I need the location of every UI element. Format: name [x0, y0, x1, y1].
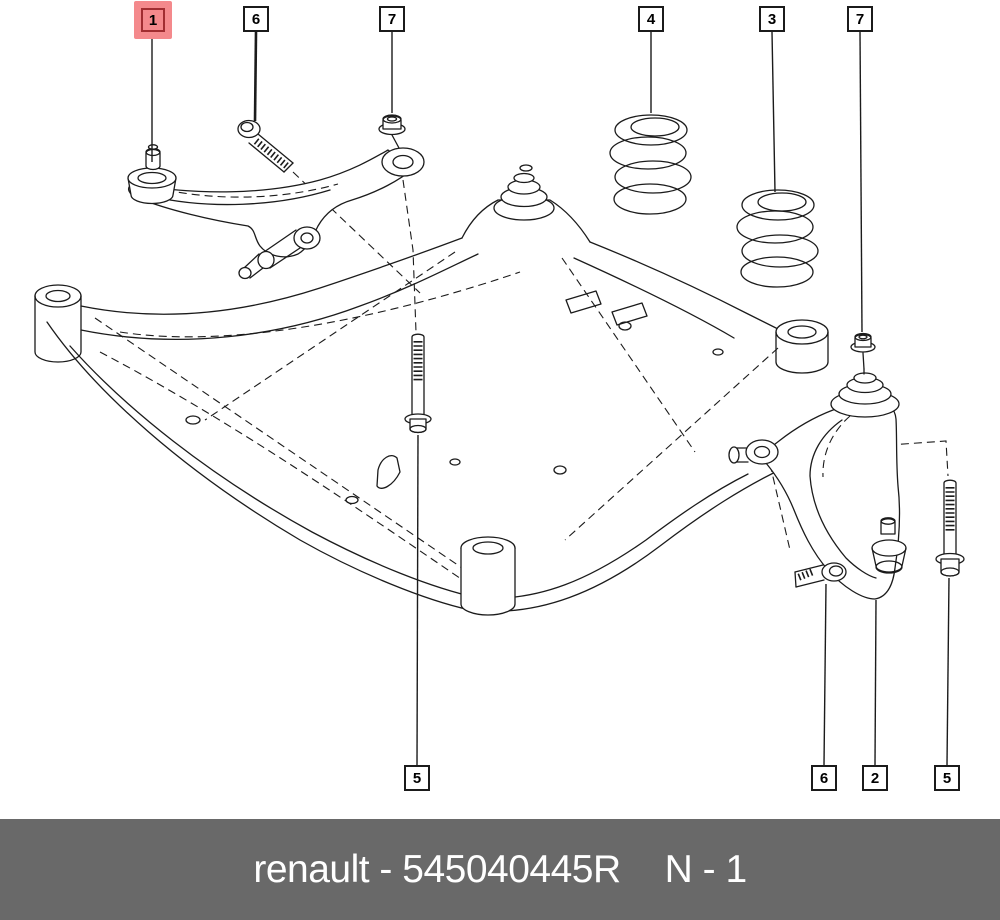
callout-7-top-left[interactable]: 7: [379, 6, 405, 32]
callout-1-highlight[interactable]: 1: [134, 1, 172, 39]
callout-2[interactable]: 2: [862, 765, 888, 791]
flange-nut-left: [378, 114, 406, 149]
callout-6-bottom[interactable]: 6: [811, 765, 837, 791]
callout-4[interactable]: 4: [638, 6, 664, 32]
footer-part-number-text: renault - 545040445R: [253, 847, 621, 891]
callout-1[interactable]: 1: [141, 8, 165, 32]
callout-5-bottom-left[interactable]: 5: [404, 765, 430, 791]
control-arm-left-ball-joint: [127, 144, 177, 205]
flange-nut-right: [850, 332, 876, 370]
long-bolt-center: [404, 333, 432, 434]
arm-right-top-bushing: [830, 368, 900, 418]
callout-6-top[interactable]: 6: [243, 6, 269, 32]
coil-spring-left: [609, 114, 692, 215]
control-arm-right-ball-joint: [871, 517, 907, 574]
footer-bar: renault - 545040445R N - 1: [0, 819, 1000, 920]
subframe-crossmember: [34, 164, 829, 616]
control-arm-left: [127, 144, 425, 280]
bolt-control-arm-left: [237, 119, 294, 173]
bolt-control-arm-right: [794, 562, 847, 588]
arm-left-rear-bushing: [381, 147, 425, 177]
long-bolt-right: [935, 479, 965, 577]
callout-7-top-right[interactable]: 7: [847, 6, 873, 32]
footer-page-ref: N - 1: [664, 847, 748, 891]
callout-5-bottom-right[interactable]: 5: [934, 765, 960, 791]
coil-spring-right: [736, 189, 819, 288]
control-arm-right: [728, 368, 907, 600]
callout-leader-lines: [151, 31, 950, 766]
callout-3[interactable]: 3: [759, 6, 785, 32]
